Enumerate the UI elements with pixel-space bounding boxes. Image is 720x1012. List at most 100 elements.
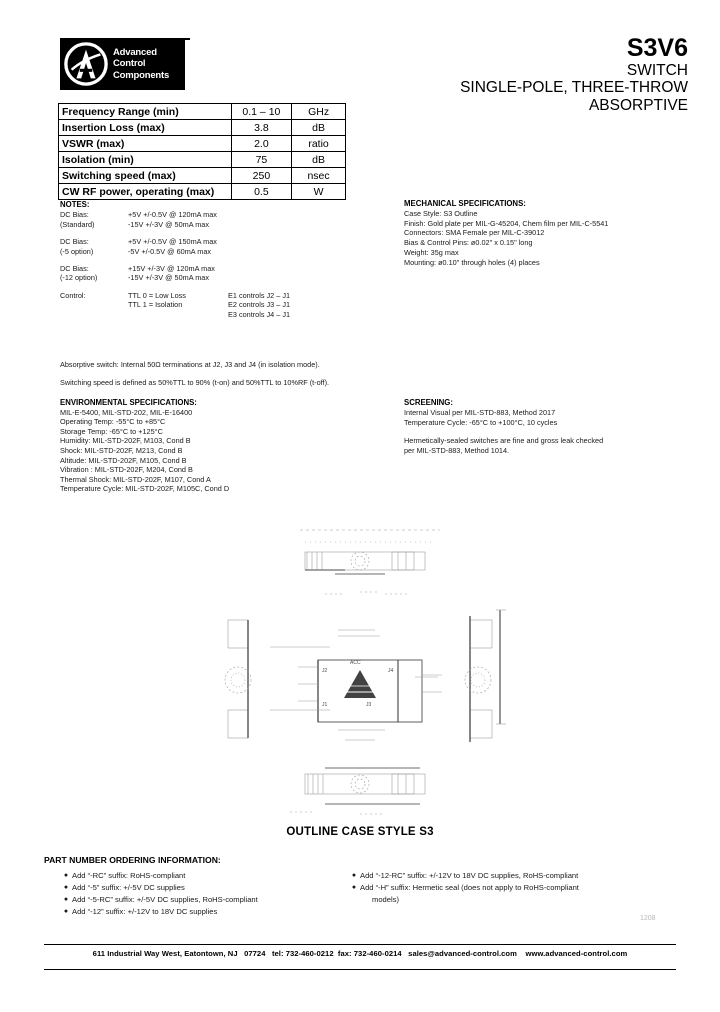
spec-val-cell: 75 <box>230 151 293 168</box>
footer-email[interactable]: sales@advanced-control.com <box>408 949 517 958</box>
footer-tel: tel: 732-460-0212 <box>271 949 334 958</box>
control-label: Control: <box>60 290 86 300</box>
model-number: S3V6 <box>626 34 688 62</box>
environmental-heading: ENVIRONMENTAL SPECIFICATIONS: <box>60 398 197 407</box>
page-header: Advanced Control Components S3V6 SWITCH … <box>0 0 720 114</box>
spec-unit-cell: dB <box>291 119 346 136</box>
bullet-icon: ● <box>351 884 357 891</box>
spacer <box>60 256 390 264</box>
environmental-line: MIL-E-5400, MIL-STD-202, MIL-E-16400 <box>60 407 193 417</box>
control-map-e3: E3 controls J4 – J1 <box>228 309 291 319</box>
bias-value: +5V +/-0.5V @ 150mA max <box>128 237 217 247</box>
product-type: SWITCH <box>626 62 688 79</box>
ordering-item: ●Add “-12” suffix: +/-12V to 18V DC supp… <box>60 906 360 917</box>
control-label-blank <box>60 300 128 309</box>
spacer <box>60 229 390 237</box>
title-block: S3V6 SWITCH SINGLE-POLE, THREE-THROW ABS… <box>460 34 688 114</box>
bullet-icon: ● <box>351 872 357 879</box>
footer-address: 611 Industrial Way West, Eatontown, NJ 0… <box>92 949 266 958</box>
spec-val-cell: 0.5 <box>230 183 293 200</box>
bias-label: (-12 option) <box>60 273 98 283</box>
footer-divider-bottom <box>44 969 676 971</box>
environmental-line: Operating Temp: -55°C to +85°C <box>60 417 166 427</box>
screening-lines: Internal Visual per MIL-STD-883, Method … <box>404 408 694 428</box>
environmental-specifications: ENVIRONMENTAL SPECIFICATIONS: MIL-E-5400… <box>60 398 310 494</box>
spec-param-cell: VSWR (max) <box>58 135 232 152</box>
mechanical-line: Weight: 35g max <box>404 247 459 257</box>
mechanical-line: Finish: Gold plate per MIL-G-45204, Chem… <box>404 218 609 228</box>
bias-label: DC Bias: <box>60 237 89 247</box>
bias-row: DC Bias: +5V +/-0.5V @ 150mA max <box>60 237 390 246</box>
environmental-line: Storage Temp: -65°C to +125°C <box>60 426 163 436</box>
port-label-j3: J3 <box>366 702 372 708</box>
environmental-line: Humidity: MIL-STD-202F, M103, Cond B <box>60 436 191 446</box>
bias-label: DC Bias: <box>60 264 89 274</box>
bias-label: (-5 option) <box>60 246 94 256</box>
bias-value: -15V +/-3V @ 50mA max <box>128 219 210 229</box>
footer-fax: fax: 732-460-0214 <box>337 949 402 958</box>
spec-unit-cell: GHz <box>291 103 346 120</box>
hermetic-line: per MIL-STD-883, Method 1014. <box>404 446 510 456</box>
case-outline-svg: J2 J4 J1 J3 ACC <box>224 529 506 815</box>
ordering-item-label: Add “-RC” suffix: RoHS-compliant <box>72 871 186 880</box>
spec-param-cell: Frequency Range (min) <box>58 103 232 120</box>
ordering-list-left: ●Add “-RC” suffix: RoHS-compliant●Add “-… <box>60 870 360 918</box>
hermetic-seal-note: Hermetically-sealed switches are fine an… <box>404 436 694 456</box>
mechanical-line: Connectors: SMA Female per MIL-C-39012 <box>404 228 545 238</box>
logo-line-3: Components <box>113 69 170 81</box>
bias-row: (-12 option)-15V +/-3V @ 50mA max <box>60 273 390 282</box>
environmental-line: Altitude: MIL-STD-202F, M105, Cond B <box>60 455 187 465</box>
spec-param-cell: CW RF power, operating (max) <box>58 183 232 200</box>
mechanical-line: Case Style: S3 Outline <box>404 208 478 218</box>
port-label-j1: J1 <box>322 702 328 708</box>
screening-line: Temperature Cycle: -65°C to +100°C, 10 c… <box>404 417 558 427</box>
bullet-icon: ● <box>63 896 69 903</box>
ordering-item: ●Add “-H” suffix: Hermetic seal (does no… <box>348 882 668 893</box>
notes-heading: NOTES: <box>60 200 90 209</box>
company-logo: Advanced Control Components <box>60 38 185 90</box>
control-logic-0: TTL 0 = Low Loss <box>128 290 186 300</box>
bullet-icon: ● <box>63 872 69 879</box>
footer-website[interactable]: www.advanced-control.com <box>525 949 628 958</box>
company-name: Advanced Control Components <box>113 47 169 82</box>
spec-unit-cell: ratio <box>291 135 346 152</box>
ordering-item-label: Add “-12-RC” suffix: +/-12V to 18V DC su… <box>360 871 579 880</box>
screening-heading: SCREENING: <box>404 398 453 407</box>
revision-mark: 1208 <box>640 915 656 922</box>
ordering-item-label: Add “-5-RC” suffix: +/-5V DC supplies, R… <box>72 895 258 904</box>
footer-divider-top <box>44 944 676 946</box>
ordering-list-right: ●Add “-12-RC” suffix: +/-12V to 18V DC s… <box>348 870 668 905</box>
environmental-line: Thermal Shock: MIL-STD-202F, M107, Cond … <box>60 474 211 484</box>
control-row-3: E3 controls J4 – J1 <box>60 310 390 319</box>
logo-line-1: Advanced <box>113 46 157 58</box>
control-label-blank-2 <box>60 310 128 319</box>
spec-val-cell: 250 <box>230 167 293 184</box>
ordering-item-label: Add “-12” suffix: +/-12V to 18V DC suppl… <box>72 907 218 916</box>
bullet-icon: ● <box>63 884 69 891</box>
control-logic-1: TTL 1 = Isolation <box>128 300 183 310</box>
port-labels: J2 J4 J1 J3 ACC <box>322 660 394 708</box>
package-logo-mark <box>344 670 376 698</box>
mechanical-specifications: MECHANICAL SPECIFICATIONS: Case Style: S… <box>404 199 694 268</box>
spec-val-cell: 2.0 <box>230 135 293 152</box>
ordering-item: ●Add “-12-RC” suffix: +/-12V to 18V DC s… <box>348 870 668 881</box>
dc-bias-group: DC Bias:+5V +/-0.5V @ 120mA max(Standard… <box>60 210 390 229</box>
switching-speed-note: Switching speed is defined as 50%TTL to … <box>60 378 330 387</box>
ordering-item-label: Add “-5” suffix: +/-5V DC supplies <box>72 883 185 892</box>
package-center-note: ACC <box>350 660 361 666</box>
screening-line: Internal Visual per MIL-STD-883, Method … <box>404 407 556 417</box>
spec-param-cell: Isolation (min) <box>58 151 232 168</box>
product-config: SINGLE-POLE, THREE-THROW <box>460 79 688 97</box>
spec-val-cell: 3.8 <box>230 119 293 136</box>
bias-row: DC Bias:+15V +/-3V @ 120mA max <box>60 264 390 273</box>
spec-unit-cell: dB <box>291 151 346 168</box>
logo-line-2: Control <box>113 58 146 70</box>
control-row-1: Control: TTL 0 = Low Loss E1 controls J2… <box>60 291 390 300</box>
ordering-item: ●Add “-5” suffix: +/-5V DC supplies <box>60 882 360 893</box>
environmental-line: Temperature Cycle: MIL-STD-202F, M105C, … <box>60 484 230 494</box>
